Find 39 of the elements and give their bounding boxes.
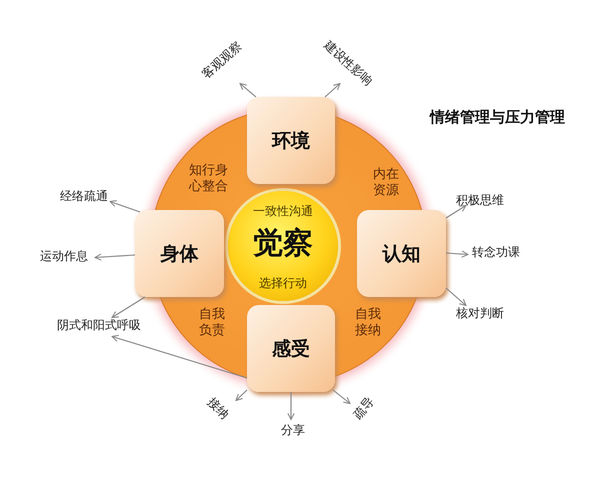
category-box <box>135 210 224 297</box>
outcome-label: 接纳 <box>204 394 232 423</box>
outcome-label: 核对判断 <box>456 305 504 322</box>
arrow <box>110 200 140 213</box>
arrow <box>240 83 256 98</box>
outcome-label: 经络疏通 <box>60 188 108 205</box>
box-label: 感受 <box>272 336 310 362</box>
arrow <box>94 254 136 261</box>
arrow <box>112 334 248 379</box>
category-box <box>247 305 335 392</box>
outcome-label: 建设性影响 <box>320 37 376 90</box>
outcome-label: 分享 <box>281 422 305 439</box>
quadrant-label: 知行身心整合 <box>189 163 229 195</box>
core-caption: 选择行动 <box>258 275 308 291</box>
box-label: 身体 <box>160 242 198 266</box>
category-box <box>357 210 446 297</box>
outcome-label: 积极思维 <box>456 192 504 209</box>
box-label: 环境 <box>272 128 310 154</box>
arrow <box>446 288 466 306</box>
outcome-label: 客观观察 <box>198 38 246 83</box>
outcome-label: 阴式和阳式呼吸 <box>57 317 141 334</box>
outcome-label: 转念功课 <box>472 244 520 261</box>
core-caption: 一致性沟通 <box>252 203 314 219</box>
outcome-label: 运动作息 <box>40 248 88 265</box>
quadrant-label: 内在资源 <box>373 167 400 199</box>
arrow <box>324 83 340 98</box>
arrow <box>446 205 466 218</box>
box-label: 认知 <box>382 242 420 266</box>
quadrant-label: 自我接纳 <box>355 307 382 339</box>
core-label: 觉察 <box>252 227 314 261</box>
arrow <box>112 296 146 318</box>
title: 情绪管理与压力管理 <box>430 108 565 127</box>
arrow <box>287 392 295 420</box>
arrow <box>446 250 468 258</box>
quadrant-label: 自我负责 <box>199 307 226 339</box>
category-box <box>247 97 335 184</box>
arrow <box>332 390 350 404</box>
outcome-label: 疏导 <box>350 394 378 424</box>
arrow <box>236 390 248 401</box>
